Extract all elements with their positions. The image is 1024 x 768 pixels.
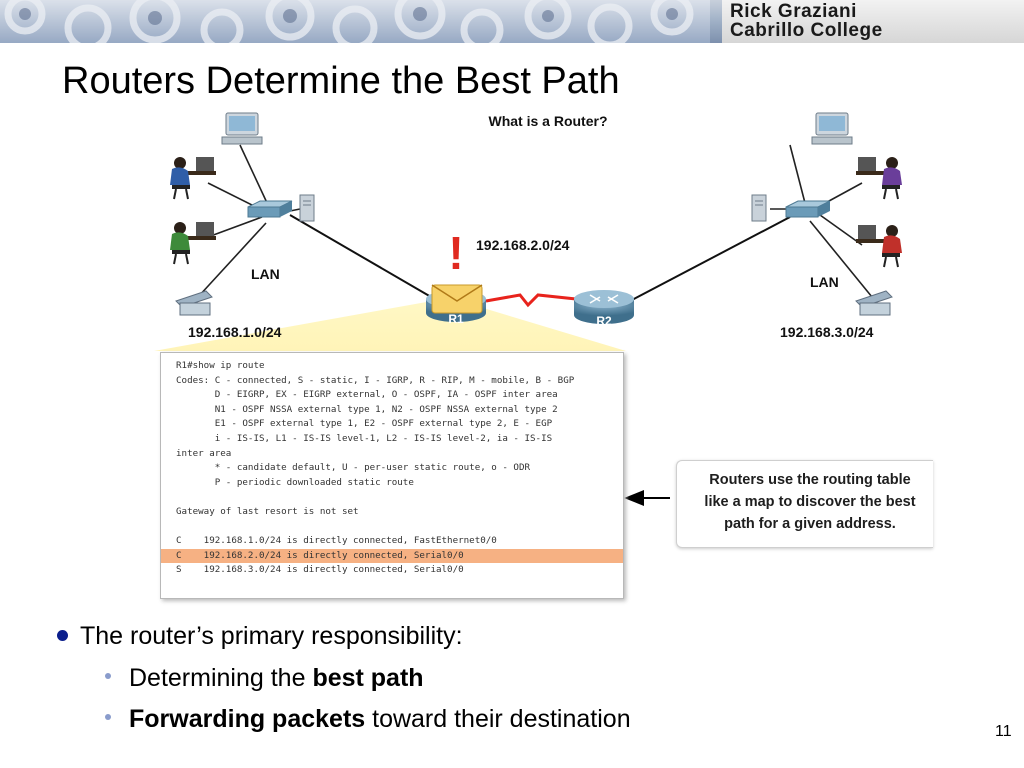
ip-phone-icon (855, 290, 893, 316)
cli-line: i - IS-IS, L1 - IS-IS level-1, L2 - IS-I… (176, 433, 553, 444)
diagram-heading: What is a Router? (488, 113, 607, 129)
institution-name: Cabrillo College (730, 20, 883, 41)
cli-line: C 192.168.1.0/24 is directly connected, … (176, 535, 497, 547)
cli-line: inter area (176, 447, 232, 459)
author-block: Rick Graziani Cabrillo College (722, 0, 1024, 43)
main-bullet: The router’s primary responsibility: (57, 622, 463, 651)
desktop-computer-icon (811, 112, 853, 145)
sub-bullet-text: toward their destination (365, 705, 631, 733)
sub-bullet-emphasis: Forwarding packets (129, 705, 366, 733)
cli-line: D - EIGRP, EX - EIGRP external, O - OSPF… (176, 389, 558, 401)
cli-line: R1#show ip route (176, 360, 265, 371)
cli-line-highlighted: C 192.168.2.0/24 is directly connected, … (161, 548, 623, 564)
cli-line: E1 - OSPF external type 1, E2 - OSPF ext… (176, 418, 553, 430)
sub-bullet-dot-icon (105, 673, 111, 680)
cli-line: * - candidate default, U - per-user stat… (176, 462, 531, 474)
cli-line: P - periodic downloaded static route (176, 476, 414, 488)
routing-table-callout: Routers use the routing table like a map… (676, 460, 933, 548)
sub-bullet-forwarding: Forwarding packets toward their destinat… (105, 705, 631, 734)
main-bullet-text: The router’s primary responsibility: (80, 622, 463, 650)
right-network-label: 192.168.3.0/24 (780, 324, 874, 340)
left-lan-label: LAN (251, 266, 280, 282)
left-lan-link (289, 214, 439, 302)
sub-bullet-best-path: Determining the best path (105, 664, 424, 693)
callout-line: like a map to discover the best (704, 494, 916, 510)
right-lan-devices (751, 112, 902, 316)
exclamation-icon: ! (448, 227, 463, 279)
user-workstation-icon (170, 222, 216, 265)
router-r1-label: R1 (448, 312, 464, 326)
author-name: Rick Graziani (730, 1, 857, 22)
serial-link (485, 293, 577, 308)
ip-phone-icon (175, 290, 213, 316)
envelope-icon (431, 284, 483, 314)
wan-network-label: 192.168.2.0/24 (476, 237, 570, 253)
page-number: 11 (995, 723, 1012, 740)
network-diagram: R1 R2 ! What is a Router? 192.168.2.0/24… (154, 112, 902, 506)
server-icon (299, 194, 315, 222)
user-workstation-icon (170, 157, 216, 200)
router-r2-label: R2 (596, 314, 612, 328)
user-workstation-icon (856, 157, 902, 200)
router-r2: R2 (574, 290, 634, 328)
callout-line: Routers use the routing table (709, 472, 911, 488)
desktop-computer-icon (221, 112, 263, 145)
callout-line: path for a given address. (724, 516, 896, 532)
bullet-dot-icon (57, 629, 68, 641)
server-icon (751, 194, 767, 222)
cli-line: Gateway of last resort is not set (176, 506, 359, 517)
callout-text: Routers use the routing table like a map… (687, 469, 933, 535)
sub-bullet-dot-icon (105, 714, 111, 721)
left-network-label: 192.168.1.0/24 (188, 324, 282, 340)
header-banner: Rick Graziani Cabrillo College (0, 0, 1024, 43)
sub-bullet-text: Determining the (129, 664, 313, 692)
cli-line: N1 - OSPF NSSA external type 1, N2 - OSP… (176, 403, 558, 415)
right-lan-label: LAN (810, 274, 839, 290)
cli-line: Codes: C - connected, S - static, I - IG… (176, 374, 575, 386)
switch-icon (785, 200, 831, 218)
sub-bullet-emphasis: best path (312, 664, 424, 692)
switch-icon (247, 200, 293, 218)
slide-title: Routers Determine the Best Path (62, 60, 620, 102)
right-lan-link (629, 216, 791, 302)
left-lan-devices (170, 112, 315, 316)
user-workstation-icon (856, 225, 902, 268)
zoom-beam (154, 301, 626, 351)
cli-line: S 192.168.3.0/24 is directly connected, … (176, 564, 464, 576)
banner-photo-strip (0, 0, 710, 43)
